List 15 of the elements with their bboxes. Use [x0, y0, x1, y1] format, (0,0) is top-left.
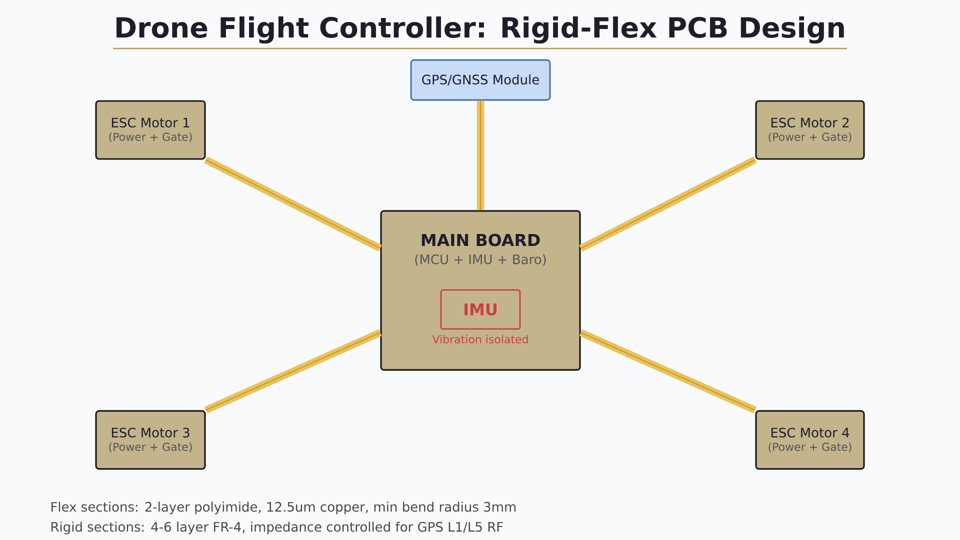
flex-cable [476, 100, 484, 211]
imu-box: IMU [440, 289, 521, 330]
footnote-text: Rigid sections: 4-6 layer FR-4, impedance controlled for GPS L1/L5 RF [51, 522, 503, 534]
footnote-text: Flex sections: 2-layer polyimide, 12.5um copper, min bend radius 3mm [51, 502, 516, 514]
node-caption: Vibration isolated [432, 334, 528, 344]
module-box: GPS/GNSS Module [410, 59, 551, 101]
esc-box: ESC Motor 2 (Power + Gate) [755, 100, 865, 160]
flex-cable [579, 156, 757, 252]
title: Drone Flight Controller: Rigid-Flex PCB Design [116, 16, 844, 44]
flex-cable [579, 329, 757, 414]
esc-box: ESC Motor 3 (Power + Gate) [95, 410, 206, 470]
esc-box: ESC Motor 1 (Power + Gate) [95, 100, 206, 160]
flex-cable [204, 156, 382, 252]
flex-cable [204, 329, 382, 414]
esc-box: ESC Motor 4 (Power + Gate) [755, 410, 865, 470]
